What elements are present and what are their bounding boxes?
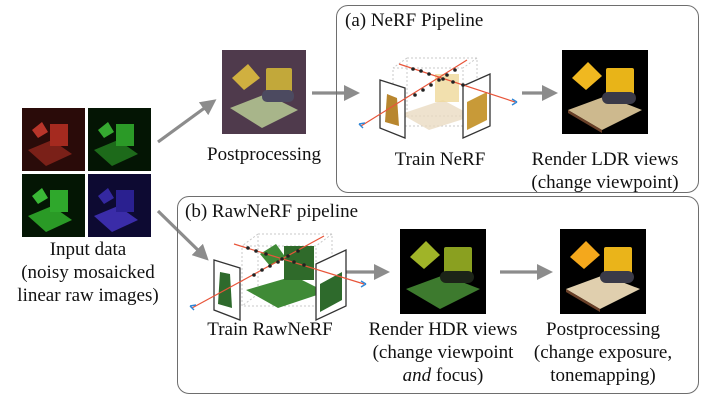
toy-render-postprocessed bbox=[566, 241, 640, 312]
rawnerf-pipeline-panel bbox=[177, 196, 699, 394]
toy-silhouette-green bbox=[28, 188, 72, 232]
camera-ray-2 bbox=[398, 63, 516, 103]
input-tile-red bbox=[22, 108, 85, 171]
toy-silhouette-green bbox=[94, 122, 138, 166]
focus-text: focus) bbox=[431, 365, 484, 386]
train-nerf-illustration bbox=[358, 57, 518, 140]
render-ldr-image bbox=[562, 50, 648, 134]
arrow-input-to-train-rawnerf bbox=[156, 209, 209, 261]
train-rawnerf-label: Train RawNeRF bbox=[207, 319, 333, 340]
input-tile-green-2 bbox=[22, 174, 85, 237]
input-label-line-1: Input data bbox=[49, 239, 127, 260]
ray-tip-left bbox=[189, 304, 197, 311]
render-ldr-label-line-2: (change viewpoint) bbox=[531, 172, 679, 193]
train-rawnerf-illustration bbox=[189, 233, 367, 322]
input-data-grid bbox=[22, 108, 152, 239]
ray-tip-left bbox=[358, 122, 366, 129]
and-emphasis: and bbox=[402, 365, 432, 386]
postprocessing-b-label-line-1: Postprocessing bbox=[546, 319, 660, 340]
ray-sample-points bbox=[411, 67, 465, 97]
render-hdr-image bbox=[400, 229, 486, 314]
postprocessed-preview-image bbox=[222, 50, 306, 134]
postprocessed-hdr-image bbox=[560, 229, 646, 314]
input-label-line-2: (noisy mosaicked bbox=[21, 262, 155, 283]
arrow-input-to-postprocessing bbox=[157, 99, 217, 144]
input-tile-green-1 bbox=[88, 108, 151, 171]
input-label-line-3: linear raw images) bbox=[17, 285, 159, 306]
input-tile-blue bbox=[88, 174, 151, 237]
camera-ray-1 bbox=[191, 235, 325, 309]
postprocessing-b-label-line-3: tonemapping) bbox=[550, 365, 656, 386]
postprocessing-b-label-line-2: (change exposure, bbox=[533, 342, 673, 363]
postprocessing-label: Postprocessing bbox=[207, 144, 321, 165]
ray-sample-points bbox=[246, 246, 306, 277]
toy-silhouette-red bbox=[28, 122, 72, 166]
train-nerf-label: Train NeRF bbox=[394, 149, 486, 170]
camera-ray-1 bbox=[360, 59, 468, 127]
render-hdr-label-line-2: (change viewpoint bbox=[372, 342, 514, 363]
render-hdr-label-line-3: and focus) bbox=[353, 364, 533, 387]
ray-tip-right bbox=[360, 280, 367, 288]
render-hdr-label-line-1: Render HDR views bbox=[368, 319, 518, 340]
nerf-pipeline-title: (a) NeRF Pipeline bbox=[345, 10, 484, 31]
nerf-pipeline-panel bbox=[336, 5, 699, 193]
render-ldr-label-line-1: Render LDR views bbox=[531, 149, 679, 170]
rawnerf-pipeline-title: (b) RawNeRF pipeline bbox=[185, 201, 359, 222]
scene-floor bbox=[401, 100, 473, 130]
toy-silhouette-blue bbox=[94, 188, 138, 232]
toy-render-hdr bbox=[406, 241, 480, 309]
toy-render-ldr bbox=[568, 62, 642, 133]
ray-tip-right bbox=[511, 98, 518, 106]
toy-render-muted bbox=[230, 64, 298, 128]
scene-floor bbox=[246, 276, 326, 308]
